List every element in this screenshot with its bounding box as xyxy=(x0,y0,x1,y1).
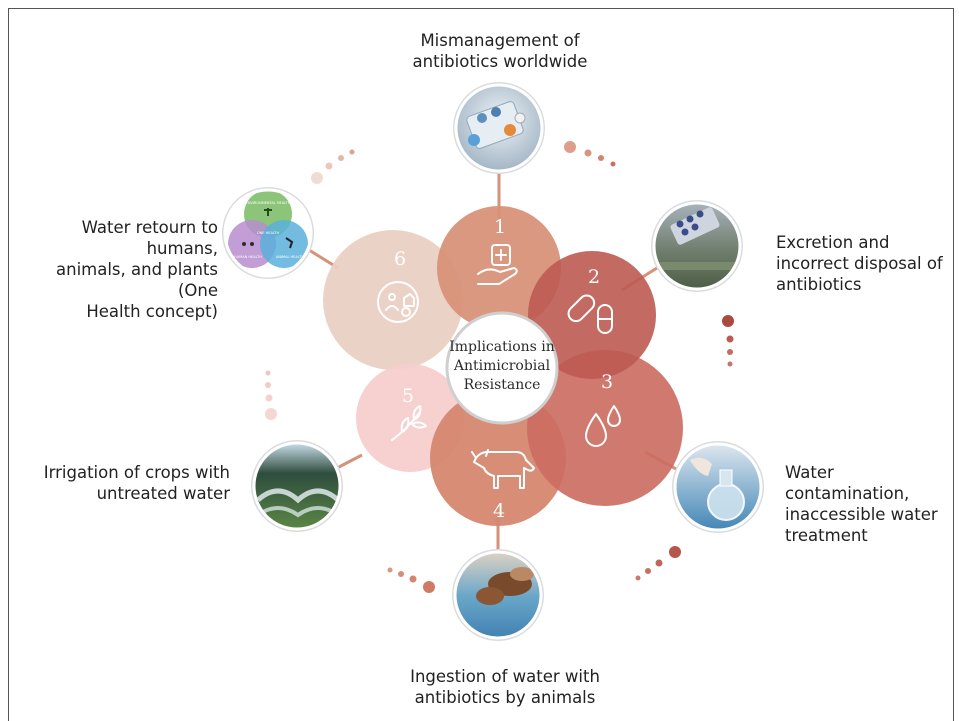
water-sample-flask-photo xyxy=(672,441,764,533)
human-animal-plant-icon xyxy=(377,281,419,323)
one-health-venn-diagram: ENVIRONMENTAL HEALTH ONE HEALTH HUMAN HE… xyxy=(222,187,314,279)
label-water-contamination-line-3: treatment xyxy=(785,526,868,545)
venn-label-environmental: ENVIRONMENTAL HEALTH xyxy=(246,201,291,205)
pills-photo xyxy=(453,82,545,174)
center-title-line-3: Resistance xyxy=(463,377,541,393)
center-title-line-2: Antimicrobial xyxy=(453,358,551,374)
pills-icon xyxy=(567,294,613,334)
label-water-return: Water retourn to humans, animals, and pl… xyxy=(14,217,218,322)
petal-number-6: 6 xyxy=(394,248,406,270)
label-water-contamination-line-1: Water contamination, xyxy=(785,463,910,503)
label-excretion: Excretion and incorrect disposal of anti… xyxy=(776,232,956,295)
label-irrigation-line-2: untreated water xyxy=(96,484,230,503)
venn-label-animal: ANIMAL HEALTH xyxy=(276,255,304,259)
label-ingestion-line-2: antibiotics by animals xyxy=(414,688,596,707)
center-title-line-1: Implications in xyxy=(449,339,555,355)
label-mismanagement-line-1: Mismanagement of xyxy=(420,31,580,50)
venn-label-human: HUMAN HEALTH xyxy=(234,255,262,259)
label-water-return-line-2: animals, and plants (One xyxy=(56,260,218,300)
petal-2 xyxy=(528,251,656,379)
petal-number-5: 5 xyxy=(402,385,414,407)
label-mismanagement: Mismanagement of antibiotics worldwide xyxy=(380,30,620,72)
petal-number-2: 2 xyxy=(588,266,600,288)
water-drops-icon xyxy=(585,405,621,447)
crop-irrigation-photo xyxy=(251,440,343,532)
label-excretion-line-3: antibiotics xyxy=(776,275,862,294)
cows-drinking-water-photo xyxy=(452,549,544,641)
label-water-return-line-3: Health concept) xyxy=(86,302,218,321)
decorative-dots xyxy=(265,141,734,593)
label-ingestion-line-1: Ingestion of water with xyxy=(410,667,600,686)
petal-number-1: 1 xyxy=(494,216,506,238)
cow-icon xyxy=(471,449,535,489)
label-irrigation-line-1: Irrigation of crops with xyxy=(43,463,230,482)
blister-pack-landscape-photo xyxy=(651,200,743,292)
label-excretion-line-1: Excretion and xyxy=(776,233,890,252)
petal-number-4: 4 xyxy=(493,500,505,522)
center-title: Implications in Antimicrobial Resistance xyxy=(440,338,564,395)
petal-1 xyxy=(437,206,561,330)
label-ingestion: Ingestion of water with antibiotics by a… xyxy=(385,666,625,708)
hand-medicine-icon xyxy=(477,244,518,285)
label-irrigation: Irrigation of crops with untreated water xyxy=(20,462,230,504)
figure-frame xyxy=(8,8,954,721)
label-excretion-line-2: incorrect disposal of xyxy=(776,254,943,273)
venn-label-one-health: ONE HEALTH xyxy=(257,231,280,235)
olive-branch-icon xyxy=(391,405,427,441)
label-mismanagement-line-2: antibiotics worldwide xyxy=(412,52,588,71)
center-circle xyxy=(445,311,559,425)
label-water-contamination-line-2: inaccessible water xyxy=(785,505,938,524)
petal-number-3: 3 xyxy=(601,371,613,393)
label-water-return-line-1: Water retourn to humans, xyxy=(81,218,218,258)
label-water-contamination: Water contamination, inaccessible water … xyxy=(785,462,957,546)
